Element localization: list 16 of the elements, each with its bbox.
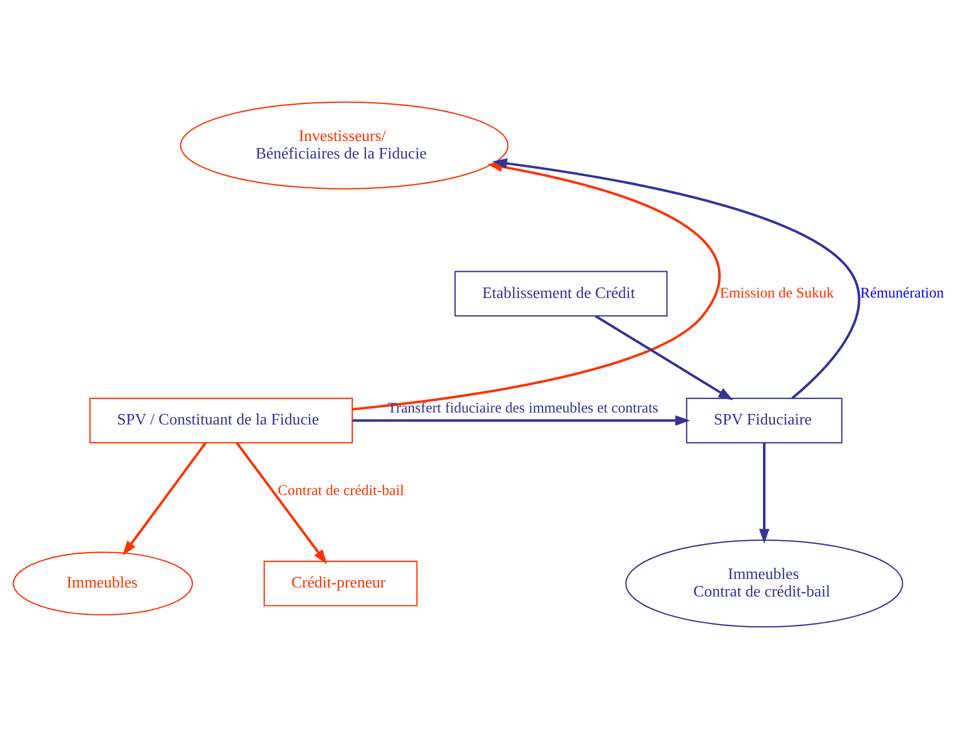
edge-label: Transfert fiduciaire des immeubles et contrats [388,400,658,417]
arrow [236,442,328,564]
arrow [352,415,690,426]
edge-label: Rémunération [860,286,944,302]
node-ellipse: Immeubles Contrat de crédit-bail [625,540,904,628]
node-box: SPV Fiduciaire [686,398,842,444]
arrow [492,158,860,400]
node-box: Crédit-preneur [264,560,418,606]
node-ellipse: Immeubles [12,552,193,616]
arrow [759,442,770,544]
arrow [594,314,734,400]
arrow [122,442,207,556]
edge-label: Contrat de crédit-bail [278,483,404,500]
edge-label: Emission de Sukuk [720,286,834,302]
node-box: Etablissement de Crédit [454,270,668,316]
node-box: SPV / Constituant de la Fiducie [89,398,353,444]
